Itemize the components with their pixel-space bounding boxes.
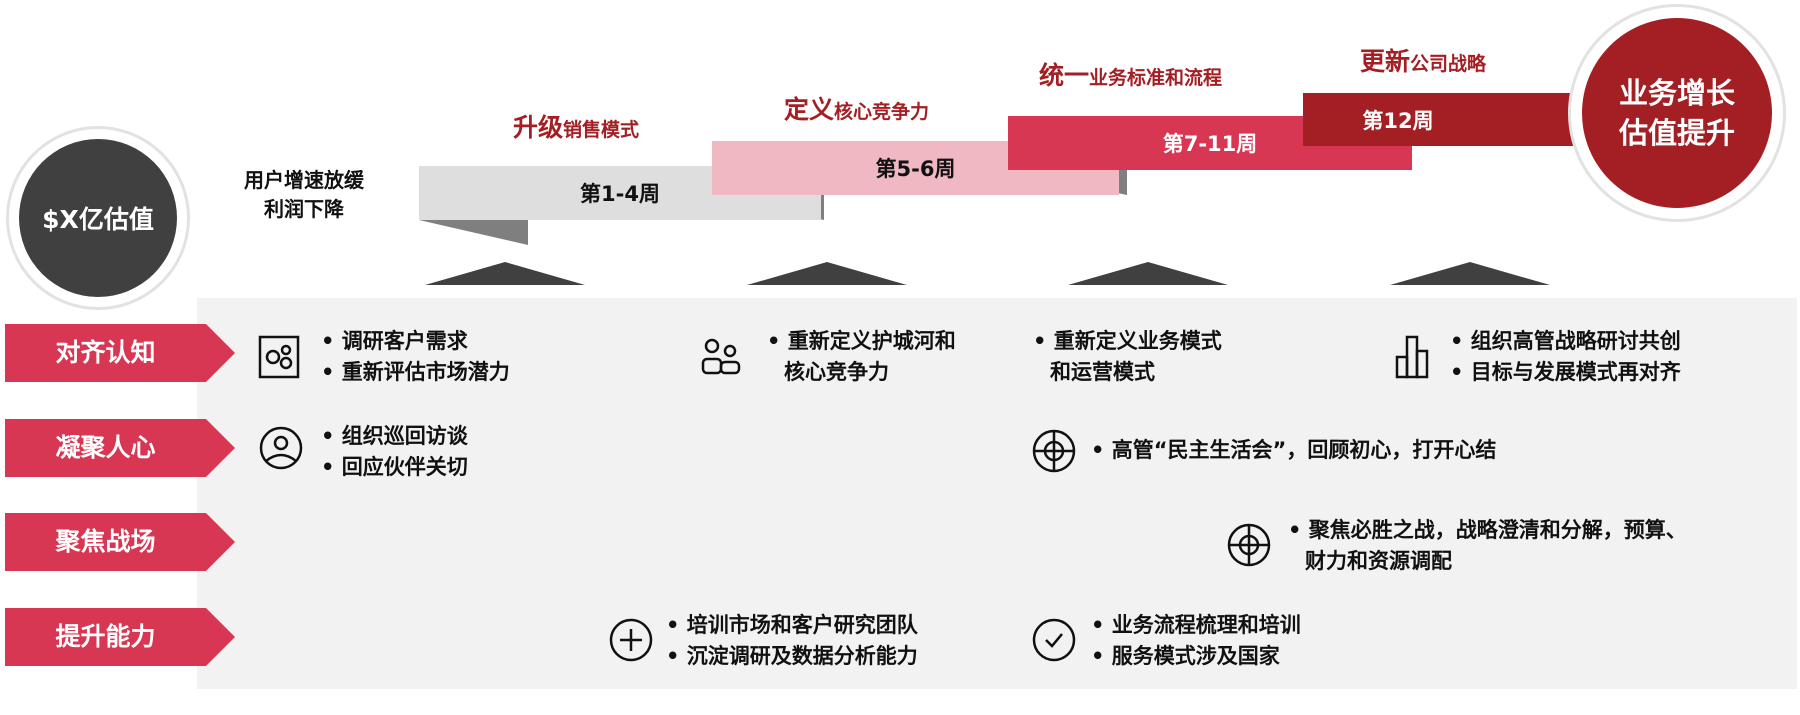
- row-tag-focus-battlefield: 聚焦战场: [5, 513, 240, 571]
- bullet-text: • 重新定义业务模式: [1033, 329, 1222, 353]
- bullet-text: 财力和资源调配: [1305, 549, 1452, 573]
- bullet-text: 核心竞争力: [784, 360, 889, 384]
- research-board-icon: [258, 335, 300, 379]
- bar-chart-icon: [1395, 333, 1435, 379]
- phase-weeks: 第7-11周: [1162, 132, 1258, 156]
- item-focus-battle: • 聚焦必胜之战，战略澄清和分解，预算、 财力和资源调配: [1288, 515, 1687, 577]
- phase-title-3: 统一业务标准和流程: [1039, 61, 1223, 90]
- row-tag-unite-hearts: 凝聚人心: [5, 419, 240, 477]
- bullet-text: • 服务模式涉及国家: [1091, 644, 1280, 668]
- row-label: 对齐认知: [55, 338, 156, 367]
- phase-title-1: 升级销售模式: [513, 113, 640, 142]
- target-icon: [1031, 428, 1077, 474]
- row-label: 提升能力: [55, 622, 156, 651]
- status-line: 用户增速放缓: [244, 168, 364, 192]
- bullet-text: • 培训市场和客户研究团队: [666, 613, 918, 637]
- milestone-marker: [425, 262, 585, 285]
- bullet-text: • 沉淀调研及数据分析能力: [666, 644, 918, 668]
- current-status: 用户增速放缓 利润下降: [214, 166, 394, 224]
- check-circle-icon: [1031, 617, 1077, 663]
- fold-shadow: [419, 220, 528, 245]
- bullet-text: • 聚焦必胜之战，战略澄清和分解，预算、: [1288, 518, 1687, 542]
- milestone-marker: [747, 262, 907, 285]
- phase-weeks: 第12周: [1362, 108, 1434, 133]
- row-label: 聚焦战场: [55, 527, 156, 556]
- goal-circle: 业务增长 估值提升: [1568, 4, 1786, 222]
- phase-title-4: 更新公司战略: [1360, 47, 1487, 76]
- bullet-text: • 目标与发展模式再对齐: [1450, 360, 1681, 384]
- item-align-moat: • 重新定义护城河和 核心竞争力: [767, 326, 956, 388]
- phase-title-2: 定义核心竞争力: [784, 95, 930, 124]
- item-align-business-model: • 重新定义业务模式 和运营模式: [1033, 326, 1222, 388]
- plus-circle-icon: [608, 617, 654, 663]
- content-panel: [197, 298, 1797, 689]
- milestone-marker: [1390, 262, 1550, 285]
- milestone-marker: [1068, 262, 1228, 285]
- bullet-text: 和运营模式: [1050, 360, 1155, 384]
- people-icon: [700, 336, 744, 376]
- bullet-text: • 组织高管战略研讨共创: [1450, 329, 1681, 353]
- status-line: 利润下降: [264, 197, 344, 221]
- bullet-text: • 调研客户需求: [321, 329, 468, 353]
- bullet-text: • 重新评估市场潜力: [321, 360, 510, 384]
- phase-bar-4: 第12周: [1303, 93, 1583, 146]
- start-valuation-label: $X亿估值: [19, 139, 177, 297]
- goal-line: 估值提升: [1618, 116, 1735, 150]
- phase-weeks: 第5-6周: [875, 157, 956, 181]
- row-tag-align-cognition: 对齐认知: [5, 324, 240, 382]
- item-unite-meeting: • 高管“民主生活会”，回顾初心，打开心结: [1091, 435, 1496, 466]
- item-capability-process: • 业务流程梳理和培训 • 服务模式涉及国家: [1091, 610, 1301, 672]
- item-capability-training: • 培训市场和客户研究团队 • 沉淀调研及数据分析能力: [666, 610, 918, 672]
- item-unite-interviews: • 组织巡回访谈 • 回应伙伴关切: [321, 421, 468, 483]
- goal-label: 业务增长 估值提升: [1582, 18, 1772, 208]
- user-circle-icon: [258, 425, 304, 471]
- bullet-text: • 业务流程梳理和培训: [1091, 613, 1301, 637]
- item-align-strategy: • 组织高管战略研讨共创 • 目标与发展模式再对齐: [1450, 326, 1681, 388]
- start-valuation-circle: $X亿估值: [6, 126, 190, 310]
- goal-line: 业务增长: [1618, 76, 1735, 110]
- row-label: 凝聚人心: [55, 433, 156, 462]
- target-icon: [1226, 522, 1272, 568]
- bullet-text: • 重新定义护城河和: [767, 329, 956, 353]
- row-tag-improve-capability: 提升能力: [5, 608, 240, 666]
- item-align-research: • 调研客户需求 • 重新评估市场潜力: [321, 326, 510, 388]
- phase-weeks: 第1-4周: [580, 182, 660, 206]
- bullet-text: • 高管“民主生活会”，回顾初心，打开心结: [1091, 438, 1497, 462]
- bullet-text: • 组织巡回访谈: [321, 424, 468, 448]
- bullet-text: • 回应伙伴关切: [321, 455, 468, 479]
